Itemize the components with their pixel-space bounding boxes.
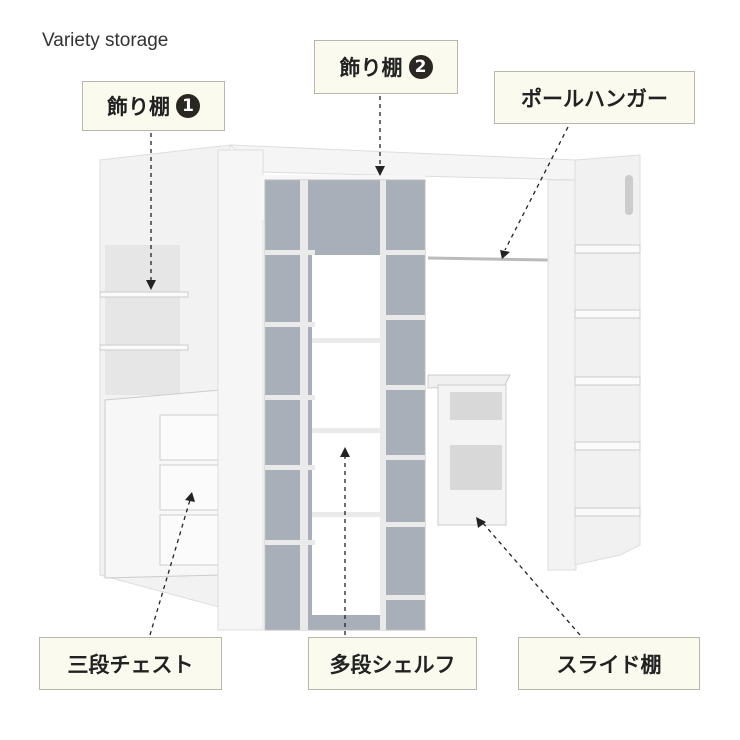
deco-shelf-1-area xyxy=(105,245,180,395)
slide-shelf-cavity xyxy=(450,445,502,490)
label-chest: 三段チェスト xyxy=(39,637,222,690)
number-badge: 1 xyxy=(176,94,200,118)
label-deco-shelf-2: 飾り棚 2 xyxy=(314,40,458,94)
ladder-post xyxy=(547,179,577,571)
deco-shelf-board xyxy=(99,344,189,351)
label-slide-shelf: スライド棚 xyxy=(518,637,700,690)
label-text: スライド棚 xyxy=(556,652,662,677)
leader-lines xyxy=(149,96,581,636)
label-deco-shelf-1: 飾り棚 1 xyxy=(82,81,225,131)
label-multi-shelf: 多段シェルフ xyxy=(308,637,477,690)
ladder-handle-slot xyxy=(625,175,633,215)
number-badge: 2 xyxy=(408,55,433,79)
bed-top xyxy=(228,144,576,181)
deco-shelf-board xyxy=(99,291,189,298)
label-text: 飾り棚 xyxy=(339,56,403,80)
label-text: 多段シェルフ xyxy=(329,652,456,677)
ladder-side xyxy=(574,154,641,566)
label-text: 飾り棚 xyxy=(107,95,170,119)
label-pole-hanger: ポールハンガー xyxy=(494,71,695,124)
pole-hanger-rod xyxy=(427,256,549,262)
front-post xyxy=(217,149,264,631)
label-text: 三段チェスト xyxy=(67,652,194,677)
label-text: ポールハンガー xyxy=(521,86,668,111)
shelf-boards xyxy=(265,180,425,630)
chest-drawer xyxy=(159,414,219,461)
chest-drawer xyxy=(159,514,219,566)
center-opening xyxy=(312,255,382,615)
slide-shelf-cavity xyxy=(450,392,502,420)
leader-arrowheads xyxy=(146,166,510,528)
ladder-steps xyxy=(574,244,641,517)
page-heading: Variety storage xyxy=(42,30,169,51)
